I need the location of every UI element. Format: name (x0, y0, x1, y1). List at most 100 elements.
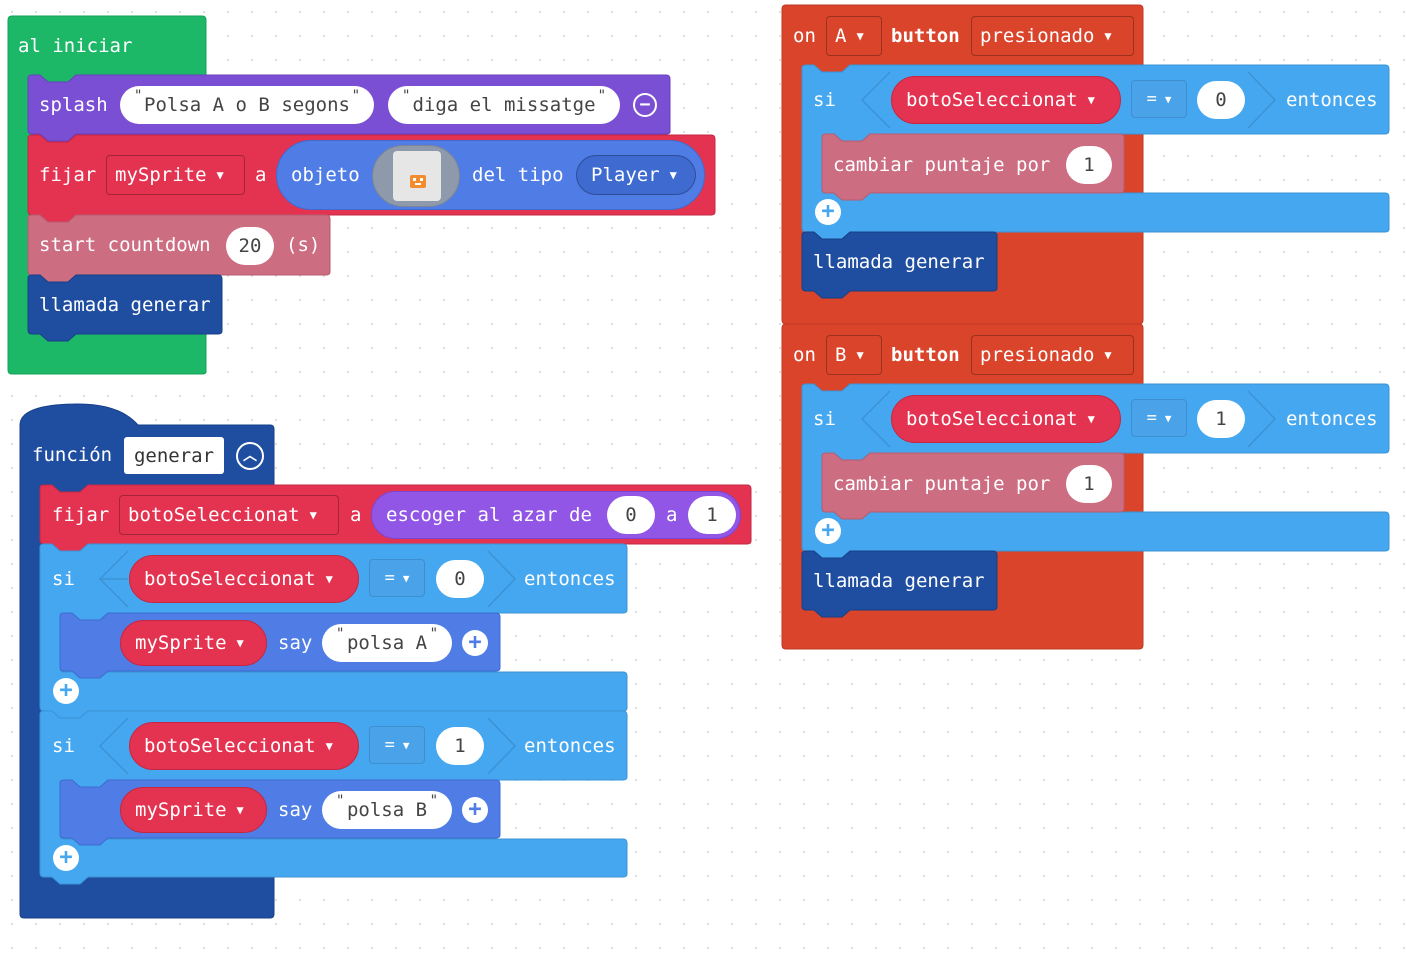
variable-dropdown-mysprite[interactable]: mySprite ▼ (106, 155, 245, 195)
call-generar-label: llamada generar (39, 294, 211, 316)
sprite-image-editor[interactable] (372, 145, 460, 207)
call-generar-label: llamada generar (813, 251, 985, 273)
sprite-thumbnail (393, 151, 441, 201)
say-text-input[interactable]: polsa B (322, 791, 452, 829)
dropdown-arrow-icon: ▼ (236, 803, 244, 817)
sprite-kind-dropdown[interactable]: Player▼ (576, 155, 696, 195)
dropdown-arrow-icon: ▼ (325, 572, 333, 586)
sprite-dropdown-mysprite[interactable]: mySprite▼ (120, 787, 267, 833)
dropdown-arrow-icon: ▼ (1087, 412, 1095, 426)
random-to-input[interactable]: 1 (688, 496, 736, 534)
then-label: entonces (1286, 89, 1378, 111)
compare-value-input[interactable]: 1 (436, 727, 484, 765)
dropdown-arrow-icon: ▼ (1087, 93, 1095, 107)
and-label: a (666, 504, 678, 526)
sprite-dropdown-mysprite[interactable]: mySprite ▼ (120, 620, 267, 666)
chevron-up-circle-icon[interactable]: ︿ (236, 442, 264, 470)
then-label: entonces (524, 735, 616, 757)
set-label: fijar (52, 504, 110, 526)
call-block-shape (27, 274, 223, 342)
dropdown-arrow-icon: ▼ (402, 571, 410, 585)
on-label: on (793, 344, 816, 366)
change-score-label: cambiar puntaje por (833, 473, 1051, 495)
dropdown-arrow-icon: ▼ (236, 636, 244, 650)
add-else-icon[interactable]: + (815, 518, 841, 544)
operator-dropdown[interactable]: =▼ (1131, 399, 1187, 437)
variable-dropdown-botoseleccionat[interactable]: botoSeleccionat▼ (119, 495, 339, 535)
button-name: B (835, 344, 847, 366)
button-label: button (891, 25, 960, 47)
on-label: on (793, 25, 816, 47)
compare-value-input[interactable]: 0 (436, 560, 484, 598)
variable-dropdown-botoseleccionat[interactable]: botoSeleccionat ▼ (129, 555, 359, 603)
compare-value-input[interactable]: 0 (1197, 81, 1245, 119)
change-score-label: cambiar puntaje por (833, 154, 1051, 176)
dropdown-arrow-icon: ▼ (1104, 348, 1112, 362)
variable-name: mySprite (115, 164, 207, 186)
countdown-unit: (s) (286, 234, 321, 256)
dropdown-arrow-icon: ▼ (325, 739, 333, 753)
compare-value-input[interactable]: 1 (1197, 400, 1245, 438)
button-b-dropdown[interactable]: B▼ (826, 335, 882, 375)
variable-name: botoSeleccionat (906, 89, 1078, 111)
variable-name: botoSeleccionat (144, 568, 316, 590)
sprite-face-icon (410, 175, 426, 188)
countdown-value-input[interactable]: 20 (226, 227, 274, 265)
event-dropdown[interactable]: presionado▼ (971, 16, 1134, 56)
minus-circle-icon[interactable]: − (633, 93, 657, 117)
then-label: entonces (1286, 408, 1378, 430)
plus-circle-icon[interactable]: + (462, 630, 488, 656)
function-label: función (32, 444, 113, 466)
dropdown-arrow-icon: ▼ (216, 168, 224, 182)
random-label: escoger al azar de (386, 504, 592, 526)
add-else-icon[interactable]: + (815, 199, 841, 225)
on-start-label: al iniciar (18, 35, 133, 57)
operator-value: = (1146, 408, 1157, 428)
operator-dropdown[interactable]: =▼ (369, 559, 425, 597)
button-a-dropdown[interactable]: A▼ (826, 16, 882, 56)
sprite-kind-value: Player (591, 164, 660, 186)
operator-dropdown[interactable]: =▼ (1131, 80, 1187, 118)
variable-dropdown-botoseleccionat[interactable]: botoSeleccionat ▼ (129, 722, 359, 770)
button-label: button (891, 344, 960, 366)
if-label: si (52, 735, 75, 757)
countdown-label: start countdown (39, 234, 211, 256)
random-range-block[interactable] (371, 491, 741, 539)
button-events-shape (781, 4, 1390, 650)
operator-value: = (384, 568, 395, 588)
say-text-input[interactable]: polsa A (322, 624, 452, 662)
button-name: A (835, 25, 847, 47)
change-score-input[interactable]: 1 (1066, 465, 1112, 503)
if-label: si (813, 408, 836, 430)
variable-name: botoSeleccionat (144, 735, 316, 757)
plus-circle-icon[interactable]: + (462, 797, 488, 823)
operator-dropdown[interactable]: =▼ (369, 726, 425, 764)
variable-dropdown-botoseleccionat[interactable]: botoSeleccionat ▼ (891, 76, 1121, 124)
change-score-input[interactable]: 1 (1066, 146, 1112, 184)
add-else-icon[interactable]: + (53, 845, 79, 871)
splash-text-1[interactable]: Polsa A o B segons (120, 86, 374, 124)
dropdown-arrow-icon: ▼ (402, 738, 410, 752)
add-else-icon[interactable]: + (53, 678, 79, 704)
set-label: fijar (39, 164, 97, 186)
if-label: si (813, 89, 836, 111)
event-dropdown[interactable]: presionado ▼ (971, 335, 1134, 375)
sprite-name: mySprite (135, 632, 227, 654)
variable-name: botoSeleccionat (906, 408, 1078, 430)
dropdown-arrow-icon: ▼ (856, 29, 864, 43)
object-label: objeto (291, 164, 360, 186)
variable-dropdown-botoseleccionat[interactable]: botoSeleccionat ▼ (891, 395, 1121, 443)
random-from-input[interactable]: 0 (607, 496, 655, 534)
then-label: entonces (524, 568, 616, 590)
dropdown-arrow-icon: ▼ (1164, 411, 1172, 425)
kind-label: del tipo (472, 164, 564, 186)
event-name: presionado (980, 344, 1095, 366)
dropdown-arrow-icon: ▼ (1104, 29, 1112, 43)
operator-value: = (1146, 89, 1157, 109)
say-label: say (278, 799, 313, 821)
variable-name: botoSeleccionat (128, 504, 300, 526)
call-generar-label: llamada generar (813, 570, 985, 592)
function-name-input[interactable]: generar (124, 437, 224, 474)
splash-text-2[interactable]: diga el missatge (388, 86, 620, 124)
splash-label: splash (39, 94, 108, 116)
